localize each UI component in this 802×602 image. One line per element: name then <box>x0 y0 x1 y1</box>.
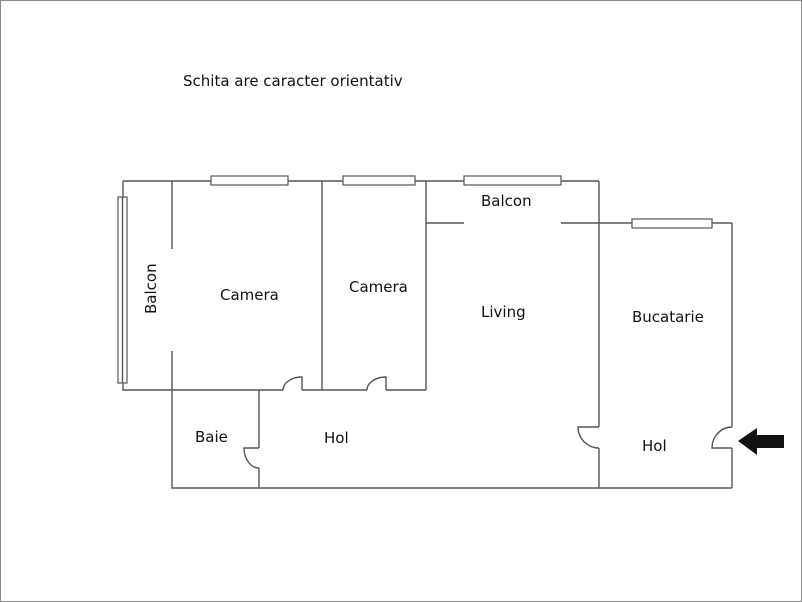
room-label-hol-1: Hol <box>324 429 349 447</box>
door-baie <box>243 447 260 469</box>
orientation-note: Schita are caracter orientativ <box>183 72 403 90</box>
room-label-camera-2: Camera <box>349 278 408 296</box>
window-camera-2 <box>342 175 416 186</box>
door-camera-1 <box>282 376 303 391</box>
room-label-balcon-left: Balcon <box>142 263 160 314</box>
door-entrance <box>711 426 733 449</box>
room-label-living: Living <box>481 303 526 321</box>
room-label-camera-1: Camera <box>220 286 279 304</box>
door-living <box>577 426 600 449</box>
room-label-bucatarie: Bucatarie <box>632 308 704 326</box>
room-label-hol-2: Hol <box>642 437 667 455</box>
windows <box>117 175 713 384</box>
room-label-balcon-top: Balcon <box>481 192 532 210</box>
arrow-left-icon <box>738 428 784 455</box>
window-camera-1 <box>210 175 289 186</box>
room-label-baie: Baie <box>195 428 228 446</box>
doors <box>243 376 733 469</box>
door-camera-2 <box>366 376 387 391</box>
window-balcon-top <box>463 175 562 186</box>
window-bucatarie <box>631 218 713 229</box>
